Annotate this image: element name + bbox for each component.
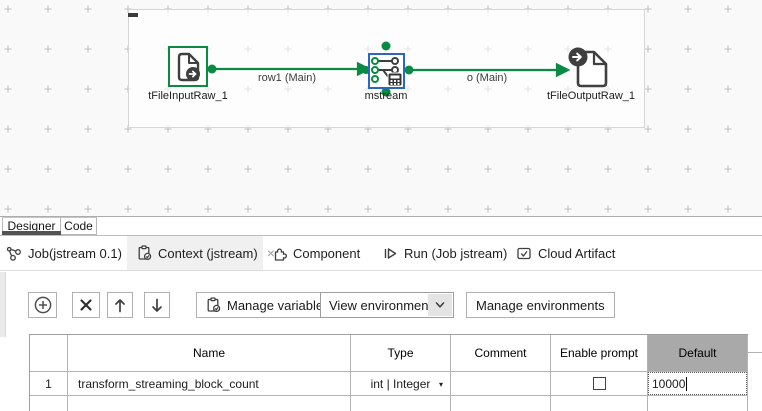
- column-header-type[interactable]: Type: [351, 335, 451, 372]
- active-tab-underline: [2, 231, 61, 235]
- divider: [0, 216, 762, 217]
- column-header-enable-prompt[interactable]: Enable prompt: [551, 335, 648, 372]
- tab-cloud-artifact[interactable]: Cloud Artifact: [516, 236, 615, 270]
- plus-circle-icon: [34, 296, 51, 314]
- divider: [747, 352, 762, 353]
- arrow-down-icon: [152, 298, 162, 312]
- move-up-button[interactable]: [107, 292, 133, 318]
- column-header-default[interactable]: Default: [648, 335, 748, 372]
- clipboard-check-icon: [206, 297, 221, 313]
- type-value: int | Integer: [370, 376, 431, 391]
- divider: [0, 235, 762, 236]
- file-output-raw-icon: [568, 47, 608, 88]
- tab-label: Component: [293, 245, 361, 261]
- row-number-cell[interactable]: [30, 396, 68, 411]
- job-icon: [6, 246, 22, 261]
- view-environments-dropdown[interactable]: View environments: [320, 292, 454, 318]
- tab-code[interactable]: Code: [61, 217, 97, 235]
- default-cell[interactable]: 10000: [648, 372, 748, 396]
- tab-context[interactable]: Context (jstream) ×: [127, 236, 275, 270]
- connection-wires: [207, 41, 571, 97]
- name-cell[interactable]: transform_streaming_block_count: [68, 372, 351, 396]
- arrow-up-icon: [115, 298, 125, 312]
- subjob-collapse-mark[interactable]: [128, 13, 138, 17]
- tab-component[interactable]: Component: [272, 236, 360, 270]
- tab-job[interactable]: Job(jstream 0.1): [6, 236, 122, 270]
- file-input-raw-icon: [177, 52, 200, 82]
- component-tfileinputraw[interactable]: [168, 46, 208, 87]
- default-cell[interactable]: [648, 396, 748, 411]
- manage-environments-button[interactable]: Manage environments: [466, 292, 615, 318]
- map-stream-icon: [371, 57, 403, 87]
- enable-prompt-cell[interactable]: [551, 372, 648, 396]
- tab-label: Designer: [7, 219, 56, 233]
- name-cell[interactable]: [68, 396, 351, 411]
- panel-left-strip: [0, 272, 6, 337]
- x-icon: [80, 299, 92, 311]
- comment-cell[interactable]: [451, 372, 551, 396]
- dropdown-arrow-icon[interactable]: ▾: [438, 380, 443, 389]
- component-label[interactable]: tFileOutputRaw_1: [546, 90, 636, 102]
- component-tfileoutputraw[interactable]: [562, 44, 614, 97]
- tab-label: Job(jstream 0.1): [28, 245, 122, 261]
- row-number-header[interactable]: [30, 335, 68, 372]
- divider: [0, 270, 762, 271]
- view-tab-bar: Job(jstream 0.1) Context (jstream) × Com…: [0, 236, 762, 270]
- add-variable-button[interactable]: [28, 292, 57, 318]
- tab-designer[interactable]: Designer: [2, 217, 61, 235]
- default-value-editor[interactable]: 10000: [648, 372, 747, 395]
- tab-label: Code: [64, 219, 93, 233]
- tab-label: Run (Job jstream): [404, 245, 508, 261]
- enable-prompt-cell[interactable]: [551, 396, 648, 411]
- component-label[interactable]: tFileInputRaw_1: [148, 90, 228, 102]
- run-icon: [383, 246, 398, 261]
- type-cell[interactable]: int | Integer ▾: [351, 372, 451, 396]
- component-icon: [272, 246, 287, 261]
- dropdown-value: View environments: [329, 297, 439, 313]
- chevron-down-icon[interactable]: [428, 294, 452, 316]
- column-header-name[interactable]: Name: [68, 335, 351, 372]
- remove-variable-button[interactable]: [72, 292, 100, 318]
- context-variables-table: Name Type Comment Enable prompt Default …: [29, 334, 748, 411]
- comment-cell[interactable]: [451, 396, 551, 411]
- default-value: 10000: [652, 376, 686, 391]
- button-label: Manage variables: [227, 297, 330, 313]
- connection-label[interactable]: row1 (Main): [257, 72, 317, 84]
- text-caret: [686, 376, 688, 391]
- tab-label: Cloud Artifact: [538, 245, 616, 261]
- manage-variables-button[interactable]: Manage variables: [196, 292, 340, 318]
- row-number-cell[interactable]: 1: [30, 372, 68, 396]
- button-label: Manage environments: [476, 297, 605, 313]
- column-header-comment[interactable]: Comment: [451, 335, 551, 372]
- enable-prompt-checkbox[interactable]: [592, 377, 606, 390]
- close-icon[interactable]: ×: [266, 245, 275, 261]
- connection-label[interactable]: o (Main): [466, 72, 508, 84]
- component-label[interactable]: mstream: [364, 90, 408, 102]
- move-down-button[interactable]: [144, 292, 170, 318]
- type-cell[interactable]: [351, 396, 451, 411]
- cloud-artifact-icon: [516, 246, 532, 261]
- component-mstream[interactable]: [368, 53, 405, 89]
- design-canvas[interactable]: tFileInputRaw_1: [0, 0, 762, 216]
- tab-run[interactable]: Run (Job jstream): [383, 236, 507, 270]
- context-icon: [137, 245, 152, 261]
- tab-label: Context (jstream): [158, 245, 258, 261]
